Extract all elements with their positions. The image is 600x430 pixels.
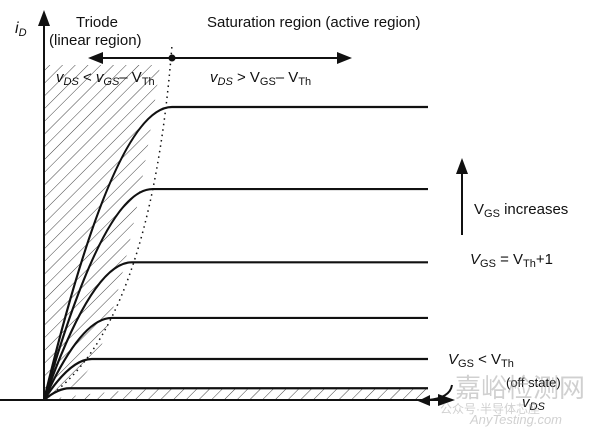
watermark-url: AnyTesting.com	[470, 412, 563, 427]
saturation-condition: vDS > VGS– VTh	[210, 69, 312, 88]
id-curve-4	[43, 357, 428, 401]
id-curve-0	[42, 105, 428, 401]
vth-plus-one-label: VGS = VTh+1	[470, 251, 553, 270]
watermark-account: 公众号·半导体芯座	[440, 402, 540, 416]
arrow-left-icon	[88, 52, 103, 64]
off-state-label: (off state)	[506, 375, 561, 390]
y-axis-label: iD	[15, 20, 27, 39]
boundary-dot	[168, 54, 176, 62]
off-state-hatch	[44, 388, 428, 400]
triode-title: Triode	[76, 14, 118, 31]
x-axis-label: vDS	[522, 394, 545, 413]
pointer-arrowhead-icon	[418, 395, 430, 406]
saturation-title: Saturation region (active region)	[207, 14, 421, 31]
arrow-right-icon	[337, 52, 352, 64]
off-state-pointer-arrow	[427, 384, 453, 401]
id-curve-3	[42, 316, 428, 401]
id-curve-5	[43, 387, 428, 401]
triode-subtitle: (linear region)	[49, 32, 142, 49]
y-axis-arrow-icon	[38, 10, 50, 26]
id-curve-2	[42, 261, 428, 401]
off-condition-label: VGS < VTh	[448, 351, 514, 370]
id-vds-curves	[42, 105, 428, 401]
id-curve-1	[42, 187, 428, 401]
watermark-site: 嘉峪检测网	[455, 373, 586, 403]
triode-condition: vDS < vGS– VTh	[56, 69, 155, 88]
triode-hatch-region	[44, 65, 160, 400]
vgs-increases-label: VGS increases	[474, 201, 569, 220]
arrow-up-icon	[456, 158, 468, 174]
